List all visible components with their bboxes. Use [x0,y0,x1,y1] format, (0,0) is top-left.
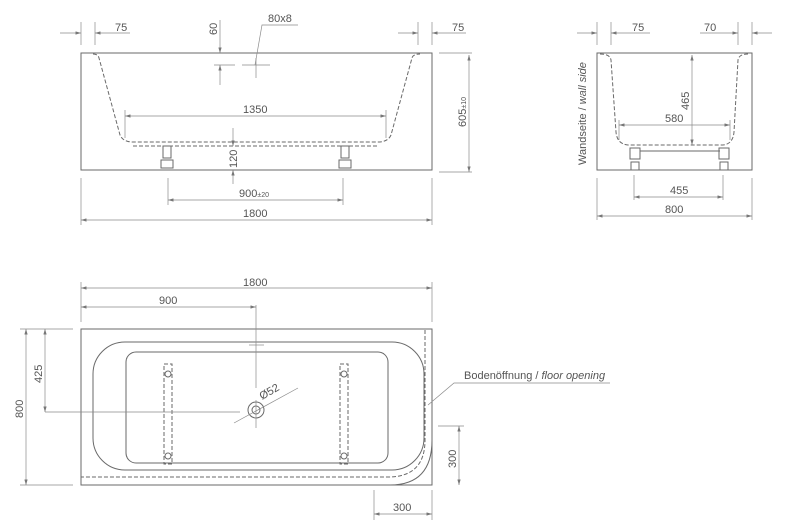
dim-opening-height: 300 [447,450,459,468]
side-dim-feet-spacing: 455 [670,185,688,197]
rail-right [339,363,349,465]
top-dim-drain-y: 425 [33,365,45,383]
foot-right [338,145,352,169]
top-dim-drain-x: 900 [159,295,177,307]
top-dim-total-length: 1800 [243,277,267,289]
side-dim-total-width: 800 [665,204,683,216]
dim-feet-height: 120 [228,150,240,168]
dim-height: 605 [457,109,469,127]
dim-overflow-size: 80x8 [268,13,292,25]
svg-text:900±20: 900±20 [239,188,269,200]
dim-overflow-height: 60 [208,23,220,35]
dim-left-rim: 75 [115,22,127,34]
foot-left [160,145,174,169]
dim-bottom-length: 1350 [243,104,267,116]
side-dim-depth: 465 [680,92,692,110]
dim-right-rim: 75 [452,22,464,34]
svg-text:605±10: 605±10 [457,97,469,127]
top-dim-total-width: 800 [14,400,26,418]
side-dim-left-rim: 75 [632,22,644,34]
dim-feet-spacing-tolerance: ±20 [257,192,269,199]
wall-side-label: Wandseite / wall side [577,62,589,165]
side-dim-right-rim: 70 [704,22,716,34]
dim-opening-width: 300 [393,502,411,514]
side-dim-bottom-width: 580 [665,113,683,125]
front-view: 75 75 60 80x8 1350 120 605±10 900±20 180… [60,13,472,225]
side-view: Wandseite / wall side 75 70 465 580 455 … [577,22,772,220]
dim-drain-diameter: Ø52 [258,382,282,403]
dim-total-length: 1800 [243,208,267,220]
dim-height-tolerance: ±10 [461,97,468,109]
rail-left [163,363,173,465]
dim-feet-spacing: 900 [239,188,257,200]
top-view: Ø52 1800 900 800 425 Bodenöffnung / floo… [14,277,610,520]
floor-opening-label: Bodenöffnung / floor opening [464,370,606,382]
